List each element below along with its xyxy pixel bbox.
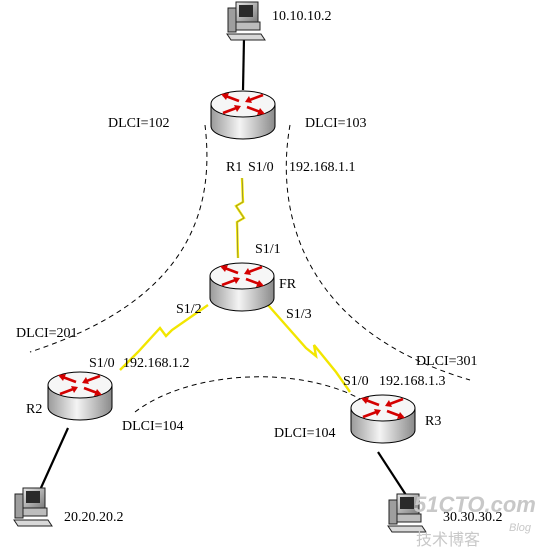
r3-ip: 192.168.1.3 — [379, 374, 446, 389]
dlci-r1-to-r2: DLCI=102 — [108, 116, 170, 131]
host-right-ip: 30.30.30.2 — [443, 510, 503, 525]
watermark-sub: 技术博客 — [416, 532, 481, 549]
fr-port-s1-3: S1/3 — [286, 307, 312, 322]
dlci-r2-to-r1: DLCI=201 — [16, 326, 78, 341]
r2-name: R2 — [26, 402, 43, 417]
dlci-r3-to-r2: DLCI=104 — [274, 426, 336, 441]
r1-ip: 192.168.1.1 — [289, 160, 356, 175]
router-r1-icon — [209, 89, 277, 141]
pvc-r1-r3 — [285, 124, 471, 381]
watermark-blog: Blog — [509, 522, 532, 534]
pvc-r2-r3 — [134, 376, 363, 413]
host-top-ip: 10.10.10.2 — [272, 9, 332, 24]
fr-port-s1-2: S1/2 — [176, 302, 202, 317]
watermark-brand: 51CTO.com — [414, 492, 536, 517]
fr-name: FR — [279, 277, 297, 292]
r2-iface: S1/0 — [89, 356, 115, 371]
dlci-r2-to-r3: DLCI=104 — [122, 419, 184, 434]
serial-link-r1-fr — [234, 177, 246, 259]
router-r2-icon — [46, 370, 114, 422]
fr-port-s1-1: S1/1 — [255, 242, 281, 257]
r1-name: R1 — [226, 160, 243, 175]
eth-link-r2-host — [38, 427, 70, 491]
pc-left-icon — [13, 487, 53, 527]
serial-link-fr-r2 — [119, 304, 209, 371]
dlci-r3-to-r1: DLCI=301 — [416, 354, 478, 369]
router-r3-icon — [349, 393, 417, 445]
pvc-r1-r2 — [29, 124, 208, 353]
host-left-ip: 20.20.20.2 — [64, 510, 124, 525]
eth-link-r1-host — [241, 37, 246, 91]
serial-link-r1-fr-outline — [235, 177, 245, 259]
eth-link-r3-host — [377, 451, 407, 496]
r1-iface: S1/0 — [248, 160, 274, 175]
r2-ip: 192.168.1.2 — [123, 356, 190, 371]
r3-name: R3 — [425, 414, 442, 429]
dlci-r1-to-r3: DLCI=103 — [305, 116, 367, 131]
r3-iface: S1/0 — [343, 374, 369, 389]
serial-link-fr-r3 — [267, 304, 351, 393]
pc-top-icon — [226, 1, 266, 41]
frame-relay-switch-icon — [208, 261, 276, 313]
